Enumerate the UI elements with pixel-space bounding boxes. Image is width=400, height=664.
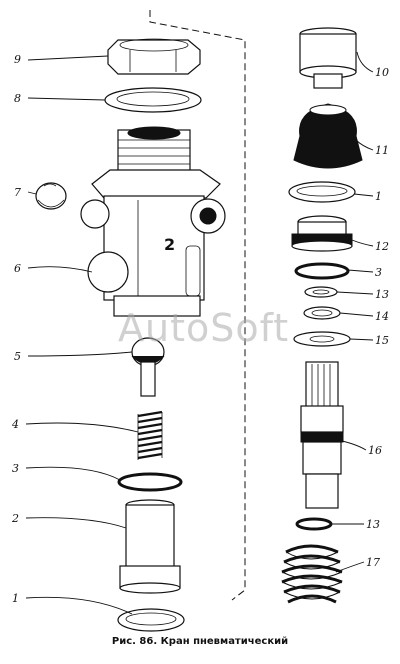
part-bushing bbox=[291, 215, 353, 252]
label-13: 13 bbox=[375, 288, 389, 301]
part-spring-small bbox=[137, 410, 163, 460]
leader-lines bbox=[25, 51, 374, 615]
part-spring-large bbox=[281, 544, 343, 604]
label-16: 16 bbox=[368, 444, 382, 457]
figure-caption: Рис. 86. Кран пневматический bbox=[111, 636, 289, 647]
part-o-ring-right bbox=[294, 262, 350, 280]
label-9: 9 bbox=[14, 53, 21, 66]
part-ball bbox=[35, 182, 67, 210]
label-6: 6 bbox=[14, 262, 21, 275]
watermark: AutoSoft bbox=[118, 306, 290, 350]
label-4: 4 bbox=[11, 418, 19, 431]
label-8: 8 bbox=[14, 92, 21, 105]
label-10: 10 bbox=[375, 66, 389, 79]
part-snap-ring-right bbox=[288, 181, 356, 203]
label-1: 1 bbox=[12, 592, 19, 605]
label-5: 5 bbox=[14, 350, 21, 363]
part-flat-washer bbox=[293, 331, 351, 347]
right-part-labels: 10 11 1 12 3 13 14 15 16 13 17 bbox=[366, 66, 389, 569]
label-14: 14 bbox=[375, 310, 389, 323]
label-1-right: 1 bbox=[375, 190, 382, 203]
part-gasket-ring bbox=[104, 87, 202, 113]
label-12: 12 bbox=[375, 240, 389, 253]
label-3: 3 bbox=[12, 462, 19, 475]
label-7: 7 bbox=[14, 186, 21, 199]
part-snap-ring-left bbox=[117, 608, 185, 632]
label-11: 11 bbox=[375, 144, 389, 157]
part-boot bbox=[293, 103, 363, 169]
part-plunger bbox=[131, 337, 165, 397]
part-lock-washer bbox=[303, 306, 341, 320]
part-nut bbox=[107, 38, 201, 75]
part-o-ring-left bbox=[117, 472, 183, 492]
left-part-labels: 9 8 7 6 5 4 3 2 1 bbox=[11, 53, 21, 605]
part-stem bbox=[300, 361, 344, 509]
part-sleeve bbox=[119, 499, 181, 594]
label-13-lower: 13 bbox=[366, 518, 380, 531]
part-washer-small bbox=[304, 286, 338, 298]
part-cap bbox=[299, 27, 357, 89]
body-marking: 2 bbox=[164, 235, 175, 254]
part-washer-small-lower bbox=[295, 517, 333, 531]
label-17: 17 bbox=[366, 556, 380, 569]
assembly-guide-dashed bbox=[149, 10, 246, 601]
label-2: 2 bbox=[11, 512, 19, 525]
part-valve-body bbox=[80, 126, 226, 317]
label-3-right: 3 bbox=[375, 266, 382, 279]
label-15: 15 bbox=[375, 334, 389, 347]
